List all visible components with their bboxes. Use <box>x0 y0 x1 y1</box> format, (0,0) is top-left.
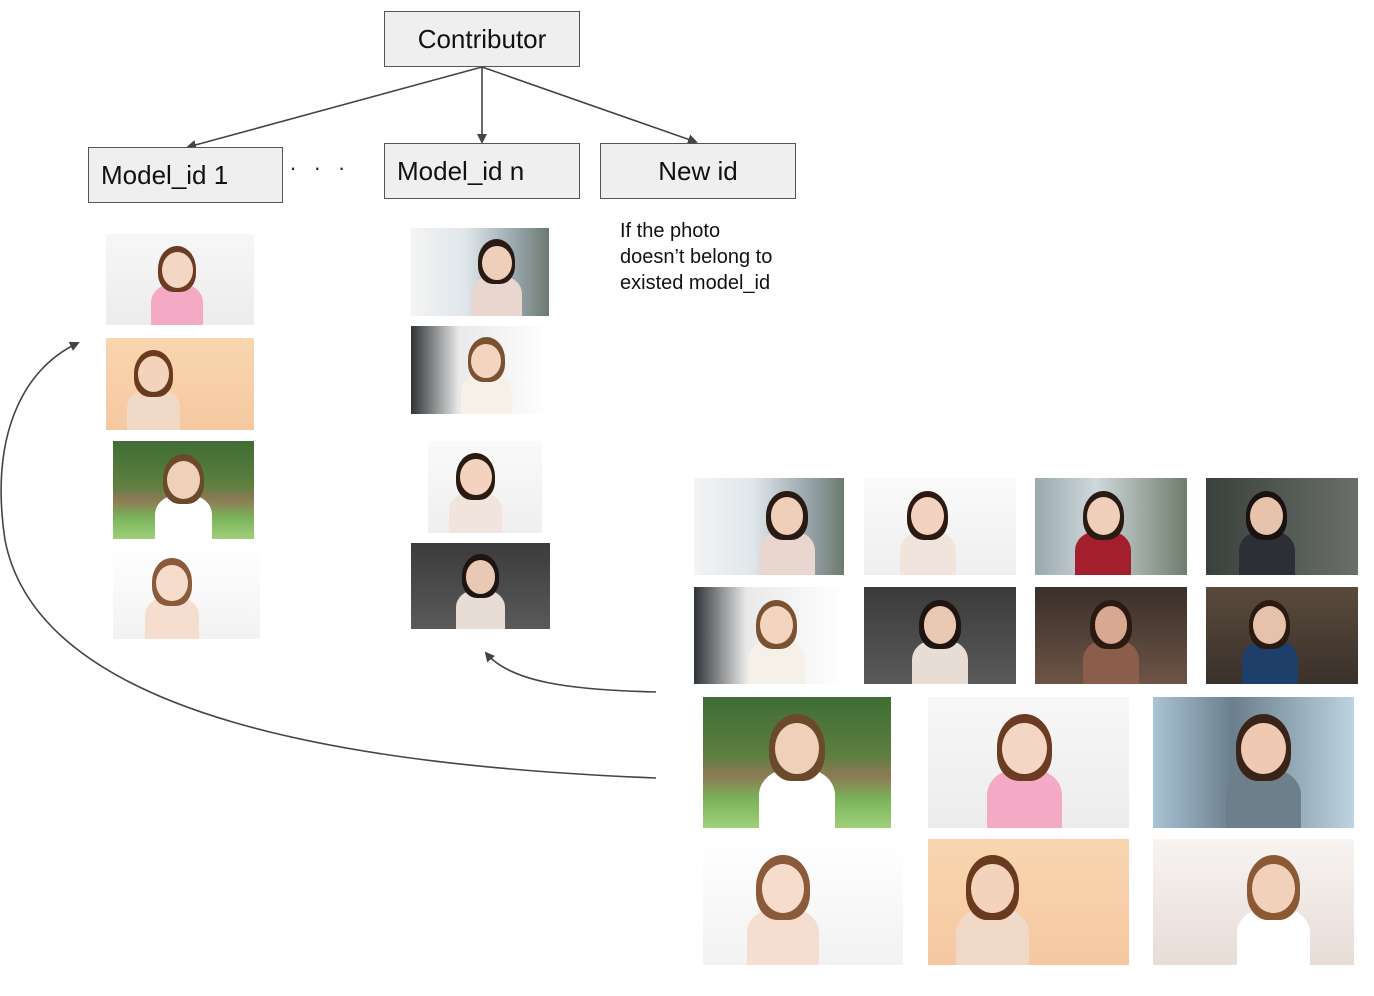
photo-office-window-desk <box>1035 478 1187 575</box>
new-id-node: New id <box>600 143 796 199</box>
photo-office-window-tablet <box>694 478 844 575</box>
photo-group-of-four-women <box>411 543 550 629</box>
arrow-unsorted-to-modeln <box>484 651 657 693</box>
photo-ok-gesture-pink-top <box>106 234 254 325</box>
photo-bride-groom-bouquet <box>694 587 844 684</box>
new-id-label: New id <box>658 155 738 186</box>
figure-face <box>161 252 193 288</box>
edge-contributor-to-model1 <box>186 66 483 150</box>
figure-face <box>155 564 188 601</box>
photo-bride-groom-bouquet <box>411 326 548 414</box>
figure-face <box>923 606 957 645</box>
photo-woman-with-mirror <box>1153 839 1354 965</box>
figure-face <box>1252 864 1295 914</box>
photo-two-women-portrait <box>428 441 542 533</box>
arrow-unsorted-to-model1 <box>0 341 657 779</box>
model-id-1-node: Model_id 1 <box>88 147 283 203</box>
figure-face <box>760 606 793 645</box>
figure-face <box>137 356 169 393</box>
ellipsis: . . . <box>290 150 351 175</box>
new-id-note: If the photo doesn’t belong to existed m… <box>620 218 772 296</box>
contributor-node: Contributor <box>384 11 580 67</box>
figure-face <box>970 864 1014 914</box>
contributor-label: Contributor <box>417 23 547 54</box>
photo-woman-blue-dress-sofa <box>1206 587 1358 684</box>
figure-face <box>465 560 496 594</box>
photo-two-women-portrait <box>864 478 1016 575</box>
photo-business-meeting <box>1206 478 1358 575</box>
model-id-n-label: Model_id n <box>397 155 525 186</box>
photo-bride-garden <box>703 697 891 828</box>
photo-ok-gesture-pink-top <box>928 697 1129 828</box>
photo-office-window-tablet <box>411 228 549 316</box>
figure-face <box>481 245 512 280</box>
note-line-1: If the photo <box>620 220 721 242</box>
photo-group-of-four-women <box>864 587 1016 684</box>
photo-woman-hand-on-head <box>1035 587 1187 684</box>
figure-face <box>460 459 492 496</box>
figure-face <box>1094 606 1128 645</box>
figure-face <box>774 723 820 775</box>
photo-heart-hands-peach-bg <box>928 839 1129 965</box>
photo-heart-hands-peach-bg <box>106 338 254 430</box>
edge-contributor-to-newid <box>481 66 698 145</box>
note-line-3: existed model_id <box>620 272 771 294</box>
model-id-n-node: Model_id n <box>384 143 580 199</box>
photo-touching-face-white-bg <box>703 839 903 965</box>
figure-face <box>1241 723 1286 775</box>
figure-face <box>471 343 502 378</box>
figure-face <box>770 497 804 536</box>
figure-face <box>911 497 945 536</box>
figure-face <box>1250 497 1284 536</box>
model-id-1-label: Model_id 1 <box>101 159 229 190</box>
figure-face <box>1086 497 1120 536</box>
figure-face <box>1002 723 1047 775</box>
figure-face <box>166 460 201 499</box>
photo-woman-in-car-lipstick <box>1153 697 1354 828</box>
photo-bride-garden <box>113 441 254 539</box>
note-line-2: doesn’t belong to <box>620 246 773 268</box>
figure-face <box>1253 606 1287 645</box>
photo-touching-face-white-bg <box>113 546 260 639</box>
figure-face <box>761 864 805 914</box>
